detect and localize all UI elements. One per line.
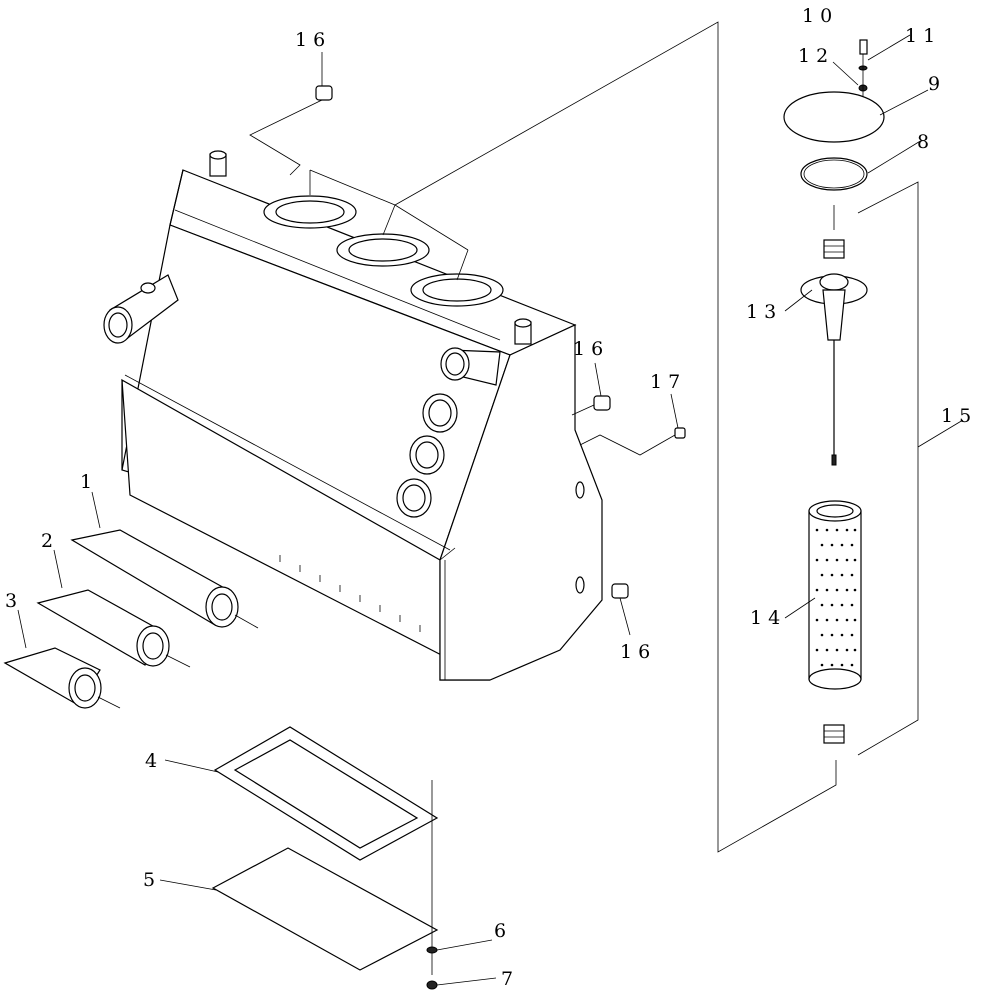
callout-16-right: 16 (573, 338, 609, 360)
plug-17 (579, 427, 686, 456)
callout-11: 11 (905, 25, 941, 47)
callout-16-top: 16 (295, 29, 331, 51)
cover-plate-9 (783, 91, 885, 143)
callout-8: 8 (917, 131, 935, 153)
callout-5: 5 (143, 869, 161, 891)
o-ring-8 (800, 157, 868, 191)
callout-12: 12 (798, 45, 834, 67)
cover-5 (211, 847, 439, 971)
callout-14: 14 (750, 607, 786, 629)
gasket-4 (213, 726, 439, 861)
hydraulic-tank (103, 150, 603, 681)
callout-17: 17 (650, 371, 686, 393)
plug-16-top (249, 85, 333, 176)
callout-2: 2 (41, 530, 59, 552)
callout-13: 13 (746, 301, 782, 323)
plug-16-right (571, 395, 611, 416)
filter-element-14 (808, 500, 862, 690)
pipe-1 (70, 529, 259, 629)
callout-6: 6 (494, 920, 512, 942)
valve-assembly-13 (800, 273, 868, 466)
nut-7 (426, 980, 438, 990)
plug-16-bottom (611, 583, 631, 636)
callout-15: 15 (941, 405, 977, 427)
callout-7: 7 (501, 968, 519, 990)
pipe-3 (3, 647, 121, 709)
bolt-10 (859, 39, 868, 55)
callout-1: 1 (80, 471, 98, 493)
pipe-2 (36, 589, 191, 668)
callout-labels: 1 2 3 4 5 6 7 8 9 10 11 12 13 14 15 16 1… (5, 5, 977, 990)
callout-9: 9 (928, 73, 946, 95)
washer-6 (426, 946, 438, 954)
spring-bottom (823, 724, 845, 744)
callout-10: 10 (802, 5, 838, 27)
spring-top (823, 239, 845, 259)
callout-4: 4 (145, 750, 163, 772)
callout-3: 3 (5, 590, 23, 612)
callout-16-bottom: 16 (620, 641, 656, 663)
